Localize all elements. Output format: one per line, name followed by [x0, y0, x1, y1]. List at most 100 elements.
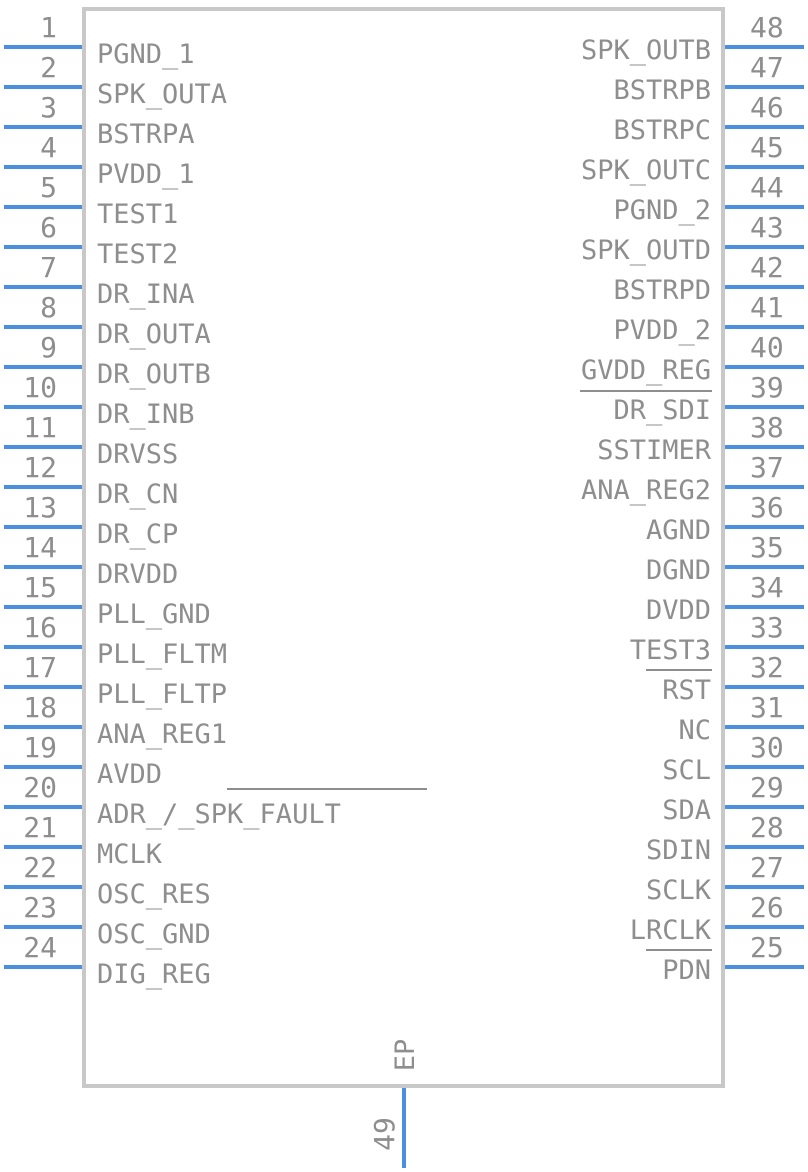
- pin-number: 25: [750, 931, 784, 964]
- pin-label: DR_INA: [97, 279, 195, 310]
- pin-label: SSTIMER: [597, 435, 712, 466]
- pin-label: DR_CN: [97, 479, 178, 510]
- overline-group: [227, 390, 712, 951]
- pin-label: TEST2: [97, 239, 178, 270]
- pin-number: 5: [40, 171, 57, 204]
- pin-number: 13: [23, 491, 57, 524]
- pin-number: 6: [40, 211, 57, 244]
- pin-number: 9: [40, 331, 57, 364]
- pin-number: 28: [750, 811, 784, 844]
- left-pin-group: 1PGND_12SPK_OUTA3BSTRPA4PVDD_15TEST16TES…: [4, 11, 341, 990]
- pin-label: AVDD: [97, 759, 162, 790]
- pin-label: SPK_OUTD: [581, 235, 711, 266]
- pin-number: 17: [23, 651, 57, 684]
- pin-number: 29: [750, 771, 784, 804]
- pin-number: 40: [750, 331, 784, 364]
- pin-label: SCLK: [646, 875, 712, 906]
- pin-label: MCLK: [97, 839, 163, 870]
- pin-label: PLL_GND: [97, 599, 211, 630]
- pin-number: 47: [750, 51, 784, 84]
- pin-label: SDA: [662, 795, 711, 826]
- pin-label: DR_CP: [97, 519, 178, 550]
- pin-number: 10: [23, 371, 57, 404]
- pin-label: DR_SDI: [613, 395, 711, 426]
- pin-number: 41: [750, 291, 784, 324]
- pin-number: 44: [750, 171, 784, 204]
- pin-number: 36: [750, 491, 784, 524]
- pin-number: 14: [23, 531, 57, 564]
- pin-number: 2: [40, 51, 57, 84]
- pin-number: 7: [40, 251, 57, 284]
- pin-number: 20: [23, 771, 57, 804]
- pin-label: TEST3: [630, 635, 711, 666]
- pin-label: PDN: [662, 955, 711, 986]
- pin-label: SPK_OUTC: [581, 155, 711, 186]
- pin-label: BSTRPB: [613, 75, 711, 106]
- bottom-pin-group: 49 EP: [368, 1039, 421, 1168]
- pin-label: BSTRPC: [613, 115, 711, 146]
- pin-label: DR_OUTA: [97, 319, 211, 350]
- pin-label: OSC_RES: [97, 879, 211, 910]
- pin-number: 39: [750, 371, 784, 404]
- pin-label: PVDD_1: [97, 159, 195, 190]
- pin-label: ANA_REG2: [581, 475, 711, 506]
- pin-number: 16: [23, 611, 57, 644]
- pin-label: PLL_FLTP: [97, 679, 227, 710]
- pin-number: 31: [750, 691, 784, 724]
- pin-number: 35: [750, 531, 784, 564]
- pin-label: DVDD: [646, 595, 711, 626]
- pin-number: 12: [23, 451, 57, 484]
- pin-label: LRCLK: [630, 915, 712, 946]
- pin-number: 38: [750, 411, 784, 444]
- pin-number: 26: [750, 891, 784, 924]
- pin-label: PVDD_2: [613, 315, 711, 346]
- pin-label: BSTRPD: [613, 275, 711, 306]
- pin-9: 9DR_OUTB: [4, 331, 211, 390]
- pin-number: 42: [750, 251, 784, 284]
- pin-number: 22: [23, 851, 57, 884]
- pin-label: SPK_OUTB: [581, 35, 711, 66]
- pin-label: AGND: [646, 515, 711, 546]
- pin-label: GVDD_REG: [581, 355, 711, 386]
- pin-number: 37: [750, 451, 784, 484]
- pin-label: TEST1: [97, 199, 178, 230]
- pin-number: 43: [750, 211, 784, 244]
- pin-label: BSTRPA: [97, 119, 195, 150]
- pin-number: 19: [23, 731, 57, 764]
- pin-label: NC: [678, 715, 711, 746]
- pin-number: 27: [750, 851, 784, 884]
- pin-number: 8: [40, 291, 57, 324]
- right-pin-group: 25PDN26LRCLK27SCLK28SDIN29SDA30SCL31NC32…: [581, 11, 804, 986]
- pin-label: DRVSS: [97, 439, 178, 470]
- pin-number: 33: [750, 611, 784, 644]
- pin-label: PGND_2: [613, 195, 711, 226]
- pin-label: DIG_REG: [97, 959, 211, 990]
